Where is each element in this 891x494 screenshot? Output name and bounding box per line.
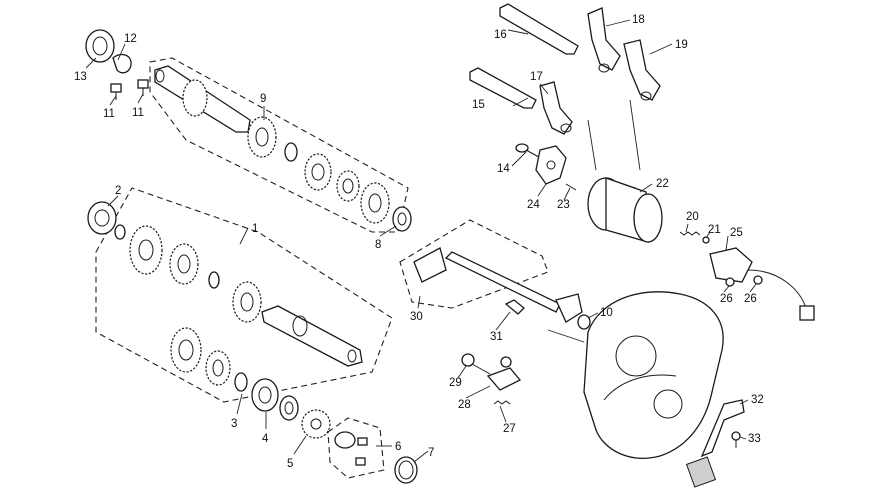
- callout-8: 8: [375, 239, 381, 251]
- group-box-6: [327, 417, 385, 479]
- callout-31: 31: [490, 331, 503, 343]
- fork-shaft-15: [469, 67, 537, 109]
- gear-upper-3: [336, 170, 360, 202]
- bearing-13: [85, 29, 115, 63]
- seal-10: [577, 314, 591, 330]
- bolt-top-29: [500, 356, 512, 368]
- washer-3: [234, 372, 248, 392]
- callout-19: 19: [675, 39, 688, 51]
- callout-27: 27: [503, 423, 516, 435]
- callout-6: 6: [395, 441, 401, 453]
- screw-11a: [110, 83, 122, 100]
- shift-drum-22: [587, 177, 663, 243]
- bearing-8: [392, 206, 412, 232]
- callout-15: 15: [472, 99, 485, 111]
- callout-2: 2: [115, 185, 121, 197]
- callout-16: 16: [494, 29, 507, 41]
- shift-pedal-32: [685, 399, 745, 488]
- callout-28: 28: [458, 399, 471, 411]
- shift-fork-19: [623, 39, 661, 101]
- callout-5: 5: [287, 458, 293, 470]
- callout-25: 25: [730, 227, 743, 239]
- gear-upper-1: [247, 116, 277, 158]
- callout-26a: 26: [720, 293, 733, 305]
- screw-26a: [725, 277, 735, 287]
- spring-20: [679, 231, 701, 236]
- group-box-9: [149, 57, 409, 233]
- countershaft: [154, 65, 251, 133]
- callout-21: 21: [708, 224, 721, 236]
- collar-31: [504, 299, 525, 315]
- callout-30: 30: [410, 311, 423, 323]
- gear-lower-5: [205, 350, 231, 386]
- group-box-1: [95, 187, 393, 403]
- mainshaft: [261, 305, 363, 367]
- seal-4: [279, 395, 299, 421]
- washer-upper-1: [284, 142, 298, 162]
- gear-lower-4: [170, 327, 202, 373]
- bolt-29: [461, 353, 491, 375]
- shift-fork-18: [587, 7, 621, 73]
- pin-23: [565, 183, 577, 191]
- screw-11b: [137, 79, 149, 96]
- retainer-plate-12: [112, 53, 132, 74]
- bolt-33: [731, 431, 741, 448]
- gear-upper-2: [304, 153, 332, 191]
- callout-26b: 26: [744, 293, 757, 305]
- callout-12: 12: [124, 33, 137, 45]
- callout-11b: 11: [132, 107, 144, 119]
- callout-3: 3: [231, 418, 237, 430]
- callout-4: 4: [262, 433, 269, 445]
- callout-7: 7: [428, 447, 434, 459]
- spring-27: [493, 400, 511, 405]
- group-box-30: [399, 219, 549, 309]
- callout-22: 22: [656, 178, 669, 190]
- callout-32: 32: [751, 394, 764, 406]
- plunger-21: [702, 236, 710, 244]
- crankcase: [583, 291, 724, 459]
- callout-24: 24: [527, 199, 540, 211]
- callout-1: 1: [252, 223, 258, 235]
- o-ring-7: [394, 456, 418, 484]
- callout-23: 23: [557, 199, 570, 211]
- callout-9: 9: [260, 93, 266, 105]
- callout-14: 14: [497, 163, 510, 175]
- gear-upper-4: [360, 182, 390, 224]
- washer-lower-2: [208, 271, 220, 289]
- callout-17: 17: [530, 71, 543, 83]
- callout-11a: 11: [103, 108, 115, 120]
- callout-29: 29: [449, 377, 462, 389]
- gear-lower-1: [129, 225, 163, 275]
- stopper-arm-28: [486, 367, 522, 391]
- gear-lower-3: [232, 281, 262, 323]
- callout-20: 20: [686, 211, 699, 223]
- star-plate-24: [535, 145, 567, 185]
- callout-33: 33: [748, 433, 761, 445]
- sprocket-plate-6: [334, 431, 368, 466]
- bearing-2: [87, 201, 117, 235]
- washer-lower-1: [114, 224, 126, 240]
- bearing-4: [251, 378, 279, 412]
- shift-shaft-30: [413, 247, 583, 323]
- callout-18: 18: [632, 14, 645, 26]
- shift-fork-17: [539, 81, 573, 135]
- callout-13: 13: [74, 71, 87, 83]
- neutral-switch-25: [709, 247, 815, 321]
- gear-lower-2: [169, 243, 199, 285]
- fork-shaft-16: [499, 3, 579, 55]
- callout-10: 10: [600, 307, 613, 319]
- sprocket-5: [301, 409, 331, 439]
- screw-26b: [753, 275, 763, 285]
